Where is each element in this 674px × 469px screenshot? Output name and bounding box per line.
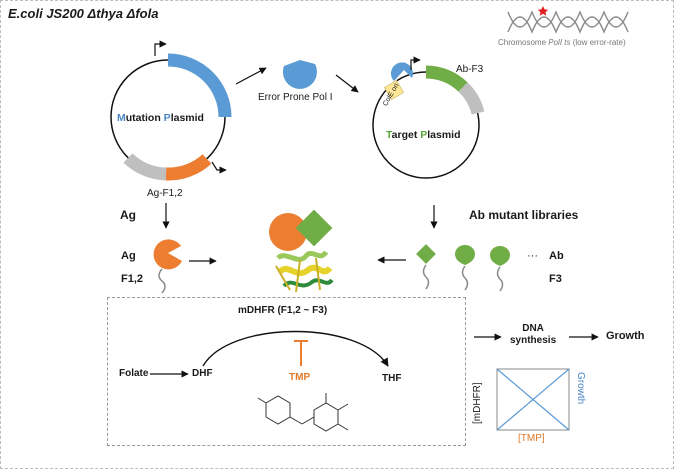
ellipsis: ··· [527,250,538,262]
f12-label: F1,2 [121,273,144,285]
ag-f12-fusion-icon [153,239,182,294]
chromosome-label: Chromosome PolI ts (low error-rate) [498,38,626,47]
dhf-label: DHF [192,368,213,379]
plasmid-initial: P [163,112,171,124]
growth-plot [496,368,570,431]
ab-f3-gene-label: Ab-F3 [456,64,484,75]
ag-f12-gene-label: Ag-F1,2 [147,188,183,199]
tmp-inhibition-icon [294,340,308,366]
arrow-dhf-thf [202,330,389,367]
ab-f3-diamond-variant [416,244,436,290]
genotype: JS200 Δthya Δfola [46,6,159,21]
folate-label: Folate [119,368,149,379]
ag-header: Ag [120,208,136,222]
strain-name: E.coli [8,6,43,21]
polI-star-icon [537,6,549,16]
ab-label: Ab [549,250,564,262]
target-plasmid [372,56,485,179]
mutation-rest: utation [125,112,164,124]
target-initial: T [386,129,392,141]
pathway-title: mDHFR (F1,2 ~ F3) [238,305,328,316]
thf-label: THF [382,373,402,384]
arrow-to-target [335,74,359,93]
mdhfr-complex-icon [269,209,334,293]
pathway-box [107,297,466,446]
ab-f3-round-variant [455,245,475,291]
graph-xlabel: [TMP] [518,433,545,444]
chromosome-helix-icon [507,10,629,34]
f3-label: F3 [549,273,562,285]
figure-title: E.coli JS200 Δthya Δfola [8,6,158,21]
plasmid-rest: lasmid [170,112,204,124]
error-prone-label: Error Prone Pol I [258,92,333,103]
mutation-plasmid [110,40,232,181]
ab-libraries-header: Ab mutant libraries [469,208,579,222]
mutation-plasmid-label: Mutation Plasmid [117,112,204,124]
chromosome-suffix: (low error-rate) [570,38,626,47]
error-prone-polI-icon [282,60,317,89]
graph-right-label: Growth [575,372,586,405]
target-plasmid-initial: P [420,129,428,141]
ab-f3-drop-variant [490,246,510,292]
chromosome-prefix: Chromosome [498,38,549,47]
chromosome-gene: PolI ts [548,38,571,47]
tmp-label: TMP [289,372,311,383]
dna-synthesis-label: DNA synthesis [510,323,557,346]
target-plasmid-rest: lasmid [427,129,461,141]
ag-label: Ag [121,250,136,262]
tmp-structure-icon [257,393,349,432]
target-rest: arget [391,129,421,141]
graph-ylabel: [mDHFR] [472,382,483,424]
mutation-initial: M [117,112,126,124]
arrow-to-polI [235,67,267,85]
target-plasmid-label: Target Plasmid [386,129,461,141]
growth-label: Growth [606,330,645,342]
